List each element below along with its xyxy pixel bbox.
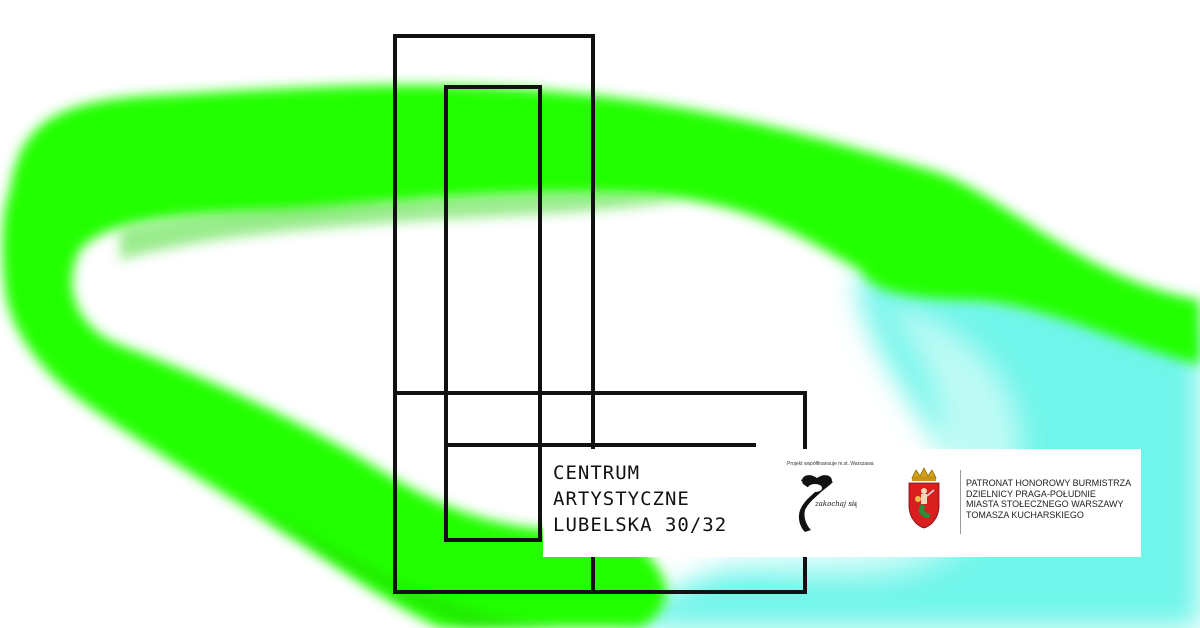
patronage-line-2: DZIELNICY PRAGA-POŁUDNIE <box>966 488 1096 499</box>
patronage-line-3: MIASTA STOŁECZNEGO WARSZAWY <box>966 499 1124 509</box>
cofinancing-caption: Projekt współfinansuje m.st. Warszawa <box>787 461 874 467</box>
patronage-line-1: PATRONAT HONOROWY BURMISTRZA <box>966 478 1132 488</box>
title-line-2: ARTYSTYCZNE <box>553 488 690 510</box>
venue-title: CENTRUM ARTYSTYCZNE LUBELSKA 30/32 <box>553 460 727 538</box>
green-brush-stroke <box>2 84 1200 628</box>
footer-panel <box>543 449 1141 557</box>
cofinancing-logo-text: zakochaj się w Warszawie <box>814 500 857 508</box>
mermaid-heart-logo-icon: zakochaj się w Warszawie <box>798 475 857 532</box>
line-frames <box>393 34 807 594</box>
patronage-text: PATRONAT HONOROWY BURMISTRZA DZIELNICY P… <box>966 478 1131 520</box>
patronage-line-4: TOMASZA KUCHARSKIEGO <box>966 509 1084 520</box>
divider <box>960 470 961 534</box>
frame-tall-inner <box>444 85 542 542</box>
title-line-1: CENTRUM <box>553 462 641 484</box>
warsaw-crest-icon <box>908 467 940 529</box>
title-line-3: LUBELSKA 30/32 <box>553 514 728 536</box>
